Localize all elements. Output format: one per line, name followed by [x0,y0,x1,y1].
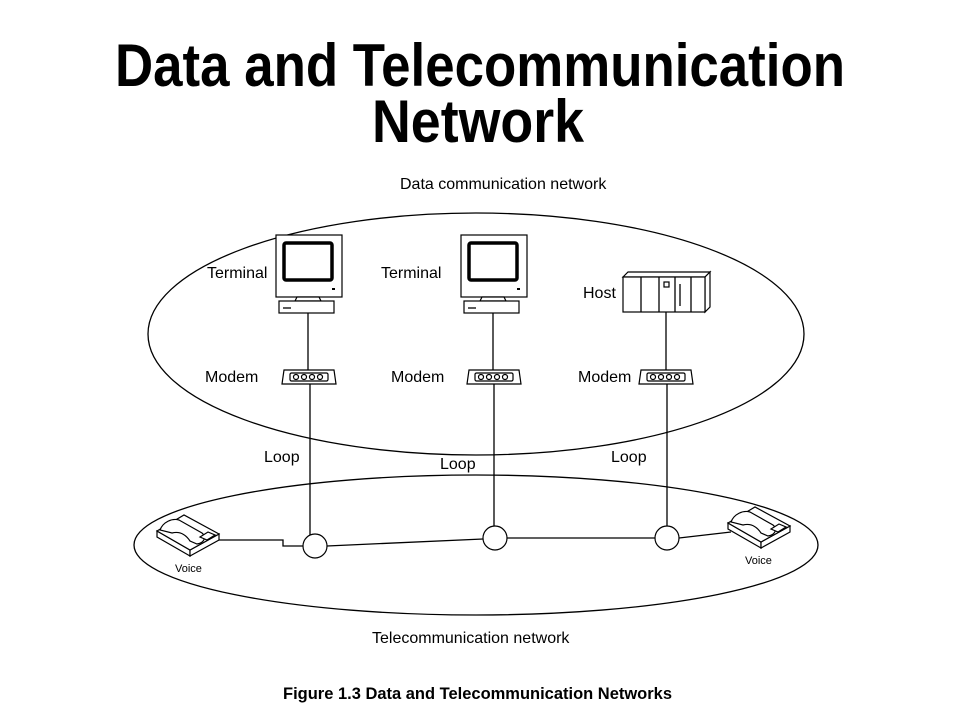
voice-label: Voice [745,555,772,567]
modem-light [316,373,324,381]
switch-node-icon [482,525,508,551]
monitor-stand [294,296,322,302]
phone-keypad [198,531,217,541]
telecom-network-boundary [133,474,819,616]
data-network-label: Data communication network [400,176,607,193]
telephone-icon [155,514,221,558]
switch-node-icon [302,533,328,559]
modem-light [292,373,300,381]
monitor-screen [467,241,519,282]
modem-light [300,373,308,381]
modem-label: Modem [578,369,631,386]
modem-light [657,373,665,381]
modem-light [665,373,673,381]
trunk-switch-3-to-right-phone [678,531,732,539]
terminal-base [278,300,335,314]
phone-keypad [769,523,788,533]
voice-label: Voice [175,563,202,575]
trunk-switch-1-to-switch-2 [326,538,484,547]
modem-light [493,373,501,381]
server-host-icon [621,270,712,314]
trunk-left-phone-to-switch-1 [218,539,303,547]
modem-light [485,373,493,381]
modem-light [649,373,657,381]
phone-handset [730,510,777,537]
modem-light [501,373,509,381]
loop-label: Loop [440,456,476,473]
loop-label: Loop [264,449,300,466]
server-indicator [663,281,670,288]
slide-title-line-2: Network [372,88,585,155]
figure-caption: Figure 1.3 Data and Telecommunication Ne… [283,685,672,703]
terminal-base [463,300,520,314]
terminal-label: Terminal [207,265,267,282]
telephone-icon [726,506,792,550]
computer-terminal-icon [275,234,343,314]
modem-label: Modem [391,369,444,386]
modem-light [673,373,681,381]
monitor-power-light [517,288,520,290]
switch-node-icon [654,525,680,551]
slide-title-line-1: Data and Telecommunication [115,32,845,99]
phone-handset [159,518,206,545]
data-network-boundary [147,212,805,456]
modem-light [308,373,316,381]
terminal-label: Terminal [381,265,441,282]
server-top [621,271,712,278]
modem-label: Modem [205,369,258,386]
modem-icon [466,369,522,385]
monitor-stand [479,296,507,302]
loop-label: Loop [611,449,647,466]
computer-terminal-icon [460,234,528,314]
modem-icon [281,369,337,385]
monitor-power-light [332,288,335,290]
server-side [704,270,711,314]
modem-icon [638,369,694,385]
host-label: Host [583,285,616,302]
telecom-network-label: Telecommunication network [372,630,570,647]
modem-light [477,373,485,381]
monitor-screen [282,241,334,282]
